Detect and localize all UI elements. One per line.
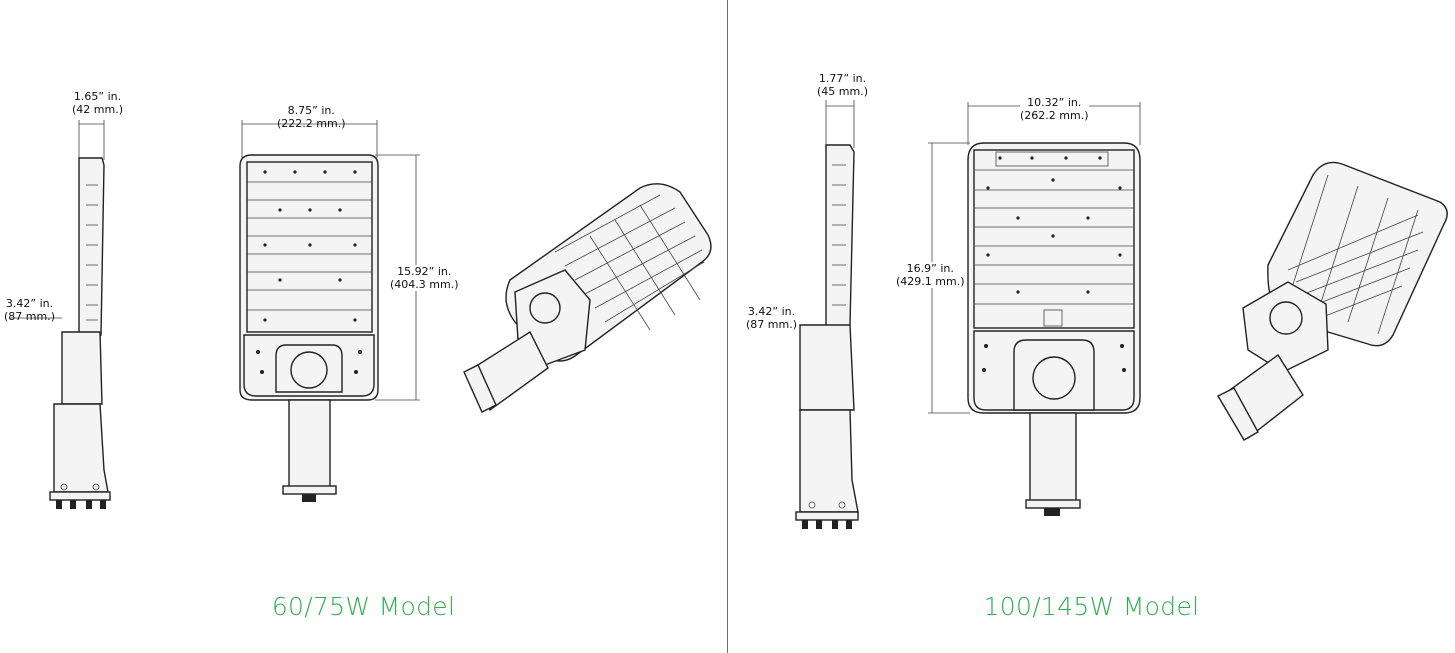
right-model-title: 100/145W Model bbox=[983, 592, 1200, 621]
left-isometric-view bbox=[463, 183, 712, 413]
right-length-dimension: 16.9” in. (429.1 mm.) bbox=[896, 262, 965, 288]
right-side-view bbox=[795, 100, 859, 529]
left-width-mm: (222.2 mm.) bbox=[277, 117, 346, 130]
right-width-dimension: 10.32” in. (262.2 mm.) bbox=[1020, 96, 1089, 122]
left-depth-dimension: 1.65” in. (42 mm.) bbox=[72, 90, 123, 116]
left-depth-inches: 1.65” in. bbox=[73, 90, 122, 103]
left-width-inches: 8.75” in. bbox=[287, 104, 335, 117]
left-model-drawings bbox=[10, 120, 712, 509]
right-depth-dimension: 1.77” in. (45 mm.) bbox=[817, 72, 868, 98]
right-length-mm: (429.1 mm.) bbox=[896, 275, 965, 288]
left-side-view bbox=[10, 120, 111, 509]
right-depth-inches: 1.77” in. bbox=[818, 72, 867, 85]
left-arm-height-mm: (87 mm.) bbox=[4, 310, 56, 323]
left-model-panel: 1.65” in. (42 mm.) 3.42” in. (87 mm.) 8.… bbox=[0, 0, 727, 653]
left-arm-height-dimension: 3.42” in. (87 mm.) bbox=[4, 297, 55, 323]
right-length-inches: 16.9” in. bbox=[906, 262, 954, 275]
left-width-dimension: 8.75” in. (222.2 mm.) bbox=[277, 104, 346, 130]
right-top-view bbox=[928, 102, 1141, 516]
right-arm-height-inches: 3.42” in. bbox=[747, 305, 796, 318]
right-arm-height-dimension: 3.42” in. (87 mm.) bbox=[746, 305, 797, 331]
left-depth-mm: (42 mm.) bbox=[72, 103, 124, 116]
left-model-title: 60/75W Model bbox=[271, 592, 456, 621]
right-model-drawings bbox=[795, 100, 1448, 529]
right-model-panel: 1.77” in. (45 mm.) 3.42” in. (87 mm.) 10… bbox=[728, 0, 1455, 653]
left-length-dimension: 15.92” in. (404.3 mm.) bbox=[390, 265, 459, 291]
right-width-mm: (262.2 mm.) bbox=[1020, 109, 1089, 122]
left-top-view bbox=[239, 120, 420, 502]
left-length-inches: 15.92” in. bbox=[397, 265, 452, 278]
right-depth-mm: (45 mm.) bbox=[817, 85, 869, 98]
right-width-inches: 10.32” in. bbox=[1027, 96, 1082, 109]
panel-divider bbox=[727, 0, 728, 653]
right-arm-height-mm: (87 mm.) bbox=[746, 318, 798, 331]
left-arm-height-inches: 3.42” in. bbox=[5, 297, 54, 310]
right-isometric-view bbox=[1217, 161, 1448, 441]
left-length-mm: (404.3 mm.) bbox=[390, 278, 459, 291]
